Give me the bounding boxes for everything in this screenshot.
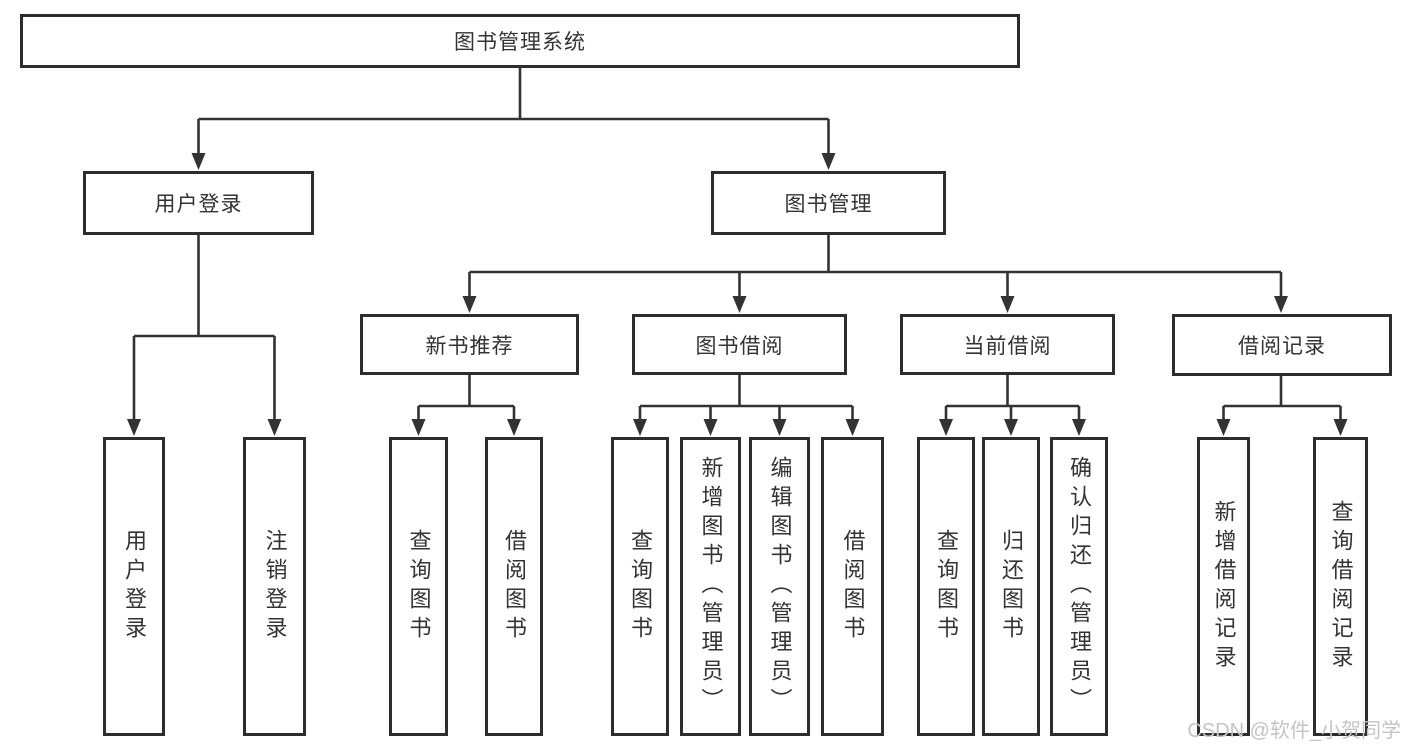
csdn-watermark: CSDN @软件_小贺同学 <box>1187 720 1401 742</box>
leaf-query-borrow-record: 查询借阅记录 <box>1313 437 1368 736</box>
node-borrowing-records: 借阅记录 <box>1172 314 1392 376</box>
node-book-management: 图书管理 <box>711 171 946 235</box>
leaf-add-borrow-record: 新增借阅记录 <box>1197 437 1250 736</box>
leaf-borrow-books-newbook: 借阅图书 <box>485 437 543 736</box>
node-book-borrowing: 图书借阅 <box>632 314 847 375</box>
node-user-login: 用户登录 <box>83 171 314 235</box>
leaf-query-books-current: 查询图书 <box>917 437 975 736</box>
node-new-book-recommend: 新书推荐 <box>360 314 579 375</box>
leaf-confirm-return-admin: 确认归还（管理员） <box>1050 437 1108 736</box>
leaf-query-books-newbook: 查询图书 <box>389 437 448 736</box>
leaf-borrow-books: 借阅图书 <box>821 437 884 736</box>
leaf-edit-books-admin: 编辑图书（管理员） <box>749 437 810 736</box>
leaf-return-books: 归还图书 <box>982 437 1040 736</box>
node-current-borrowing: 当前借阅 <box>900 314 1115 375</box>
leaf-user-login: 用户登录 <box>103 437 165 736</box>
leaf-query-books-borrowing: 查询图书 <box>611 437 669 736</box>
leaf-logout: 注销登录 <box>243 437 306 736</box>
node-library-management-system: 图书管理系统 <box>20 14 1020 68</box>
leaf-add-books-admin: 新增图书（管理员） <box>680 437 741 736</box>
